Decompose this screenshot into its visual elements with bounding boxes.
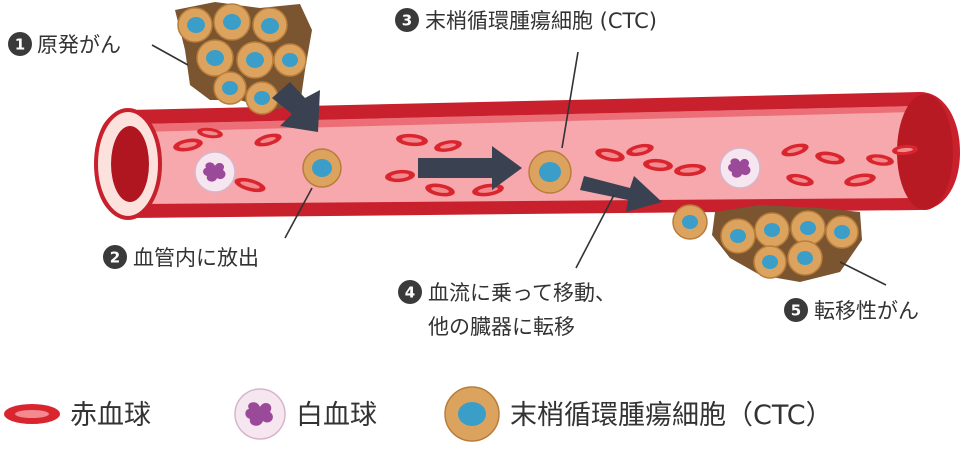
red-blood-cell — [173, 138, 203, 152]
legend-item-white-blood-cell: 白血球 — [234, 388, 377, 440]
pointer-5 — [839, 261, 887, 286]
flow-arrows — [272, 82, 662, 212]
step-label: 転移性がん — [814, 299, 919, 323]
ctc-icon — [444, 386, 500, 442]
pointer-lines — [151, 44, 887, 286]
pointer-1 — [151, 44, 189, 66]
ctc-in-vessel — [302, 148, 342, 188]
red-blood-cell — [254, 133, 282, 147]
step-label: 原発がん — [37, 33, 121, 57]
pointer-4 — [575, 194, 615, 269]
release-arrow — [272, 82, 320, 132]
step-number: 4 — [405, 284, 415, 302]
red-blood-cell — [866, 154, 894, 166]
red-blood-cell — [786, 173, 814, 187]
ctc-nucleus — [223, 14, 241, 30]
ctc-nucleus — [800, 221, 816, 235]
step-number-badge — [103, 245, 127, 269]
white-blood-cell-icon — [234, 388, 286, 440]
red-blood-cell — [396, 133, 428, 147]
step-label: 血管内に放出 — [133, 246, 259, 270]
step-label-4: 4 血流に乗って移動、 他の臓器に転移 — [398, 280, 616, 339]
ctc-in-vessel — [528, 150, 572, 194]
ctc-nucleus — [797, 251, 813, 265]
white-blood-cell — [194, 151, 236, 193]
pointer-2 — [284, 187, 313, 239]
step-number-badge — [398, 280, 422, 304]
step-number: 5 — [791, 302, 801, 320]
red-blood-cell — [643, 158, 673, 172]
flow-arrow — [418, 146, 522, 190]
ctc-nucleus — [261, 18, 279, 34]
step-number: 2 — [110, 249, 120, 267]
primary-cancer-cluster — [175, 2, 312, 115]
red-blood-cell — [626, 143, 654, 157]
ctc-nucleus — [222, 81, 238, 95]
red-blood-cell — [595, 148, 625, 162]
vessel-highlight — [140, 106, 915, 132]
red-blood-cell — [781, 143, 809, 157]
red-blood-cells — [173, 127, 918, 197]
ctc-nucleus — [682, 215, 698, 229]
legend-label: 白血球 — [296, 400, 377, 431]
vessel-end — [897, 94, 953, 210]
step-label: 末梢循環腫瘍細胞 (CTC) — [425, 9, 657, 33]
metastatic-cancer-cluster — [672, 204, 862, 282]
step-number-badge — [784, 298, 808, 322]
ctc-nucleus — [254, 91, 270, 105]
legend-item-ctc: 末梢循環腫瘍細胞（CTC） — [444, 386, 833, 442]
red-blood-cell-icon — [4, 404, 60, 424]
legend: 赤血球 白血球 末梢循環腫瘍細胞（CTC） — [4, 386, 833, 442]
step-number: 3 — [402, 12, 412, 30]
legend-label: 末梢循環腫瘍細胞（CTC） — [510, 400, 833, 431]
red-blood-cell — [844, 173, 876, 187]
flow-arrow — [580, 176, 662, 212]
red-blood-cell — [674, 163, 706, 177]
step-label-3: 3 末梢循環腫瘍細胞 (CTC) — [395, 8, 657, 33]
step-number-badge — [395, 8, 419, 32]
legend-item-red-blood-cell: 赤血球 — [4, 400, 151, 431]
legend-label: 赤血球 — [70, 400, 151, 431]
step-label-line-2: 他の臓器に転移 — [428, 315, 575, 339]
red-blood-cell — [425, 183, 455, 197]
ctc-nucleus — [730, 229, 746, 243]
step-number-badge — [8, 32, 32, 56]
ctc-nucleus — [187, 17, 205, 33]
ctc-nucleus — [282, 53, 298, 67]
ctc-nucleus — [206, 50, 224, 66]
step-label-2: 2 血管内に放出 — [103, 245, 259, 270]
ctc-nucleus — [764, 223, 780, 237]
red-blood-cell — [385, 169, 415, 183]
step-label-1: 1 原発がん — [8, 32, 121, 57]
red-blood-cell — [434, 140, 462, 152]
red-blood-cell — [815, 151, 845, 165]
step-label-line-1: 血流に乗って移動、 — [428, 281, 616, 305]
red-blood-cell — [234, 177, 266, 193]
ctc-nucleus — [762, 255, 778, 269]
vessel-opening-inner — [111, 126, 149, 202]
red-blood-cell — [197, 127, 223, 139]
step-label-5: 5 転移性がん — [784, 298, 919, 323]
white-blood-cell — [719, 147, 761, 189]
red-blood-cell — [892, 144, 918, 156]
pointer-3 — [561, 51, 579, 149]
step-number: 1 — [15, 36, 25, 54]
ctc-nucleus — [834, 225, 850, 239]
ctc-nucleus — [246, 52, 264, 68]
